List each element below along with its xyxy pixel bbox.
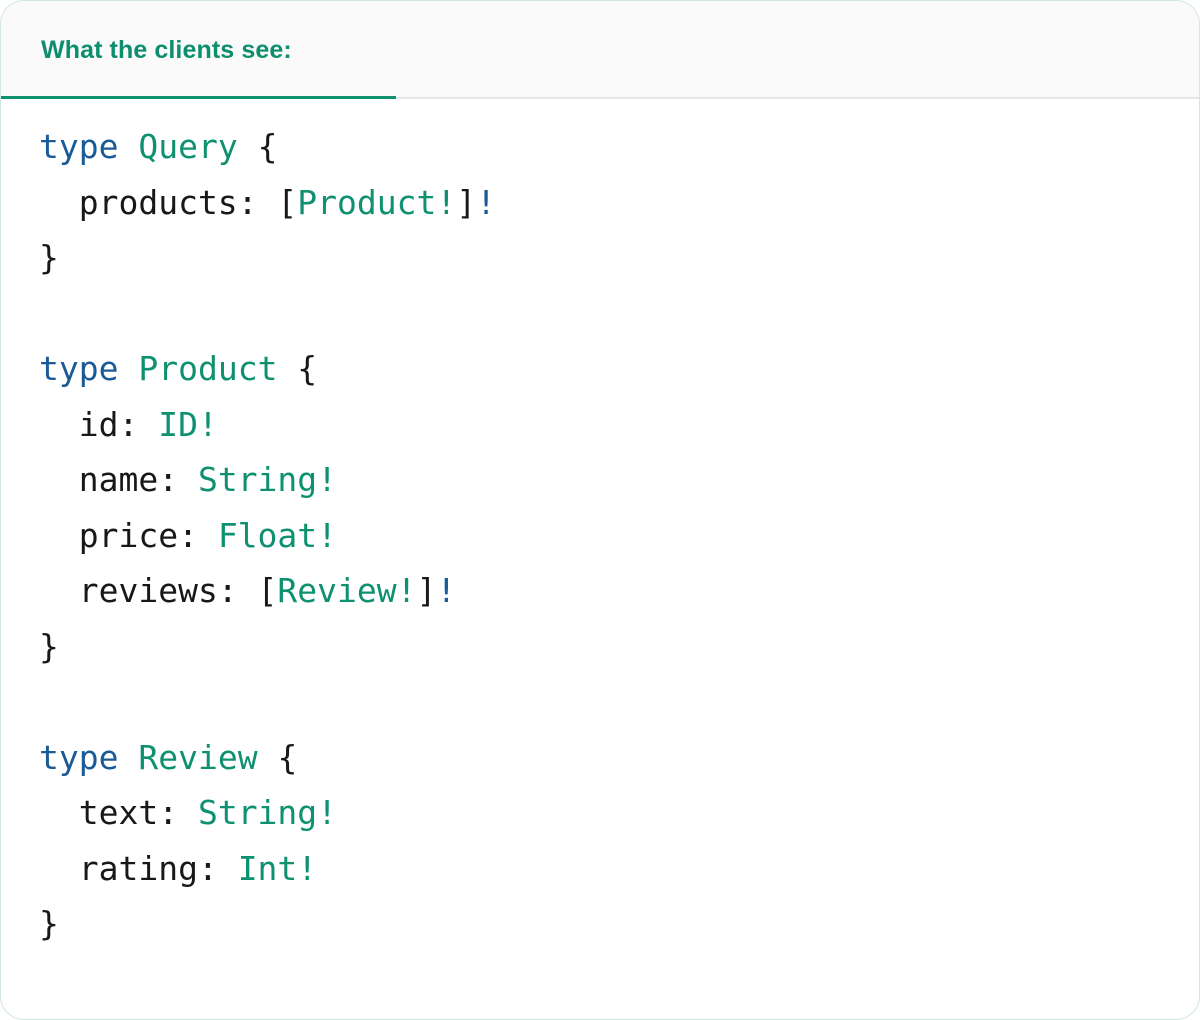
code-line: price: Float! <box>39 508 1159 564</box>
code-line: type Product { <box>39 341 1159 397</box>
token-space <box>118 738 138 777</box>
token-field-rating: rating: <box>39 848 238 888</box>
code-line: rating: Int! <box>39 841 1159 897</box>
token-brace-open: { <box>257 737 298 777</box>
code-block: type Query { products: [Product!]!} type… <box>1 99 1199 952</box>
token-type-product-nonnull: Product! <box>297 182 457 222</box>
code-line: reviews: [Review!]! <box>39 563 1159 619</box>
token-brace-close: } <box>39 238 59 277</box>
token-brace-close: } <box>39 904 59 943</box>
token-field-text: text: <box>39 793 198 832</box>
code-line: type Review { <box>39 730 1159 786</box>
code-line: } <box>39 896 1159 952</box>
tab-bar: What the clients see: <box>1 1 1199 101</box>
code-line: type Query { <box>39 119 1159 175</box>
tab-label: What the clients see: <box>41 35 292 64</box>
code-line: products: [Product!]! <box>39 175 1159 231</box>
code-line-blank <box>39 674 1159 730</box>
token-brace-open: { <box>237 127 278 166</box>
token-bracket-close: ] <box>456 182 477 222</box>
token-space <box>118 349 138 388</box>
code-line: text: String! <box>39 785 1159 841</box>
token-brace-close: } <box>39 626 59 666</box>
code-line: } <box>39 230 1159 286</box>
token-bang: ! <box>436 571 457 610</box>
token-brace-open: { <box>277 349 318 388</box>
token-scalar-string: String! <box>197 460 338 499</box>
code-line: name: String! <box>39 452 1159 508</box>
token-scalar-string: String! <box>197 793 338 832</box>
token-bracket-close: ] <box>416 571 437 610</box>
code-line: } <box>39 619 1159 675</box>
token-keyword-type: type <box>39 349 119 388</box>
token-field-reviews: reviews: <box>39 571 258 610</box>
token-field-id: id: <box>39 404 159 444</box>
token-field-products: products: <box>39 182 278 222</box>
token-keyword-type: type <box>39 127 119 166</box>
token-bracket-open: [ <box>257 571 278 610</box>
token-space <box>118 127 138 166</box>
tab-active-underline <box>1 96 396 101</box>
token-scalar-id: ID! <box>158 404 218 444</box>
token-type-query: Query <box>138 127 238 166</box>
token-type-review-nonnull: Review! <box>277 571 417 610</box>
token-type-review: Review <box>138 737 258 777</box>
token-bracket-open: [ <box>277 182 298 222</box>
token-bang: ! <box>476 182 496 222</box>
tab-what-the-clients-see[interactable]: What the clients see: <box>1 1 396 101</box>
token-type-product: Product <box>138 349 278 388</box>
token-scalar-int: Int! <box>237 848 318 888</box>
token-field-price: price: <box>39 515 218 555</box>
token-scalar-float: Float! <box>217 515 338 555</box>
token-keyword-type: type <box>39 737 119 777</box>
code-line: id: ID! <box>39 397 1159 453</box>
graphql-schema-source: type Query { products: [Product!]!} type… <box>39 119 1159 952</box>
token-field-name: name: <box>39 460 198 499</box>
code-line-blank <box>39 286 1159 342</box>
